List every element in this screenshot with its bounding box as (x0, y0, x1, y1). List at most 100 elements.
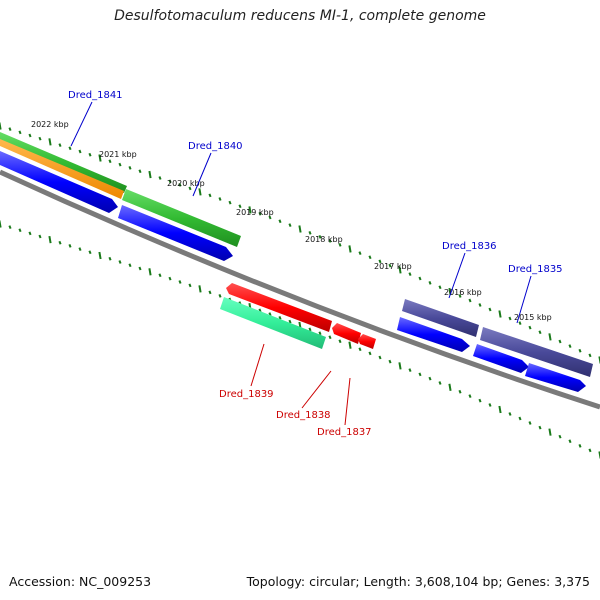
feature-red-dred-1837[interactable] (358, 334, 376, 349)
minor-tick (208, 193, 212, 198)
minor-tick (338, 339, 342, 344)
minor-tick (538, 330, 542, 335)
minor-tick (578, 443, 582, 448)
gene-label-dred-1838[interactable]: Dred_1838 (276, 410, 331, 421)
topology-summary: Topology: circular; Length: 3,608,104 bp… (246, 574, 590, 589)
gene-label-dred-1835[interactable]: Dred_1835 (508, 264, 563, 275)
gene-label-dred-1841[interactable]: Dred_1841 (68, 90, 123, 101)
minor-tick (378, 259, 382, 264)
minor-tick (468, 394, 472, 399)
gene-label-dred-1839[interactable]: Dred_1839 (219, 389, 274, 400)
feature-green-dred-1840[interactable] (122, 189, 241, 247)
minor-tick (208, 290, 212, 295)
leader-line-dred-1835 (516, 275, 532, 324)
minor-tick (28, 133, 32, 138)
minor-tick (68, 244, 72, 248)
major-tick (198, 285, 202, 293)
cds-arrow-blue[interactable] (473, 344, 529, 373)
cds-arrow-blue[interactable] (525, 363, 586, 392)
minor-tick (28, 231, 32, 236)
major-tick (48, 138, 52, 146)
feature-teal-segment[interactable] (220, 297, 326, 349)
minor-tick (318, 235, 322, 239)
cds-arrow-blue[interactable] (397, 317, 470, 352)
minor-tick (578, 348, 582, 353)
cds-arrow-blue[interactable] (0, 151, 118, 213)
minor-tick (568, 439, 572, 444)
feature-slate-dred-1835[interactable] (480, 327, 593, 377)
major-tick (298, 225, 302, 233)
major-tick (148, 268, 152, 276)
minor-tick (118, 260, 122, 264)
minor-tick (308, 231, 312, 235)
kbp-label: 2022 kbp (31, 120, 69, 129)
minor-tick (338, 243, 342, 247)
cds-arrow-blue[interactable] (118, 205, 233, 261)
minor-tick (488, 307, 492, 312)
feature-red-dred-1838[interactable] (332, 323, 361, 344)
minor-tick (358, 347, 362, 352)
leader-line-dred-1840 (192, 152, 212, 197)
minor-tick (368, 255, 372, 260)
major-tick (348, 245, 352, 253)
minor-tick (68, 146, 72, 151)
minor-tick (508, 412, 512, 416)
minor-tick (368, 351, 372, 356)
feature-red-dred-1839[interactable] (226, 283, 332, 332)
leader-line-dred-1838 (301, 370, 332, 409)
minor-tick (418, 372, 422, 377)
minor-tick (328, 239, 332, 243)
minor-tick (108, 256, 112, 261)
minor-tick (78, 149, 82, 154)
minor-tick (538, 425, 542, 430)
genome-backbone (0, 169, 600, 410)
major-tick (248, 206, 252, 214)
minor-tick (408, 368, 412, 372)
minor-tick (528, 325, 532, 330)
major-tick (398, 266, 402, 274)
minor-tick (288, 223, 292, 227)
leader-line-dred-1841 (70, 101, 93, 147)
minor-tick (78, 247, 82, 251)
minor-tick (38, 234, 42, 239)
minor-tick (378, 355, 382, 360)
kbp-label: 2015 kbp (514, 313, 552, 322)
label-leader-lines (70, 101, 532, 426)
minor-tick (268, 312, 272, 316)
minor-tick (258, 211, 262, 216)
minor-tick (188, 283, 192, 288)
minor-tick (438, 285, 442, 290)
gene-label-dred-1837[interactable]: Dred_1837 (317, 427, 372, 438)
minor-tick (128, 166, 132, 170)
minor-tick (438, 381, 442, 385)
minor-tick (8, 225, 12, 229)
major-tick (448, 383, 452, 392)
minor-tick (168, 179, 172, 184)
minor-tick (288, 319, 292, 324)
feature-slate-dred-1836[interactable] (402, 299, 479, 337)
major-tick (98, 154, 102, 162)
minor-tick (558, 339, 562, 344)
minor-tick (458, 389, 462, 394)
minor-tick (178, 280, 182, 284)
gene-label-dred-1840[interactable]: Dred_1840 (188, 141, 243, 152)
minor-tick (408, 272, 412, 277)
gene-label-dred-1836[interactable]: Dred_1836 (442, 241, 497, 252)
minor-tick (158, 176, 162, 180)
minor-tick (468, 298, 472, 303)
major-tick (0, 220, 2, 228)
kbp-label: 2016 kbp (444, 288, 482, 297)
minor-tick (268, 215, 272, 220)
feature-orange-segment[interactable] (0, 139, 124, 199)
forward-strand-features (0, 132, 593, 392)
minor-tick (88, 250, 92, 255)
feature-green-segment[interactable] (0, 132, 127, 193)
kbp-label: 2017 kbp (374, 262, 412, 271)
minor-tick (128, 263, 132, 268)
major-tick (498, 405, 502, 414)
major-tick (48, 235, 52, 244)
major-tick (498, 310, 502, 318)
minor-tick (18, 130, 22, 135)
